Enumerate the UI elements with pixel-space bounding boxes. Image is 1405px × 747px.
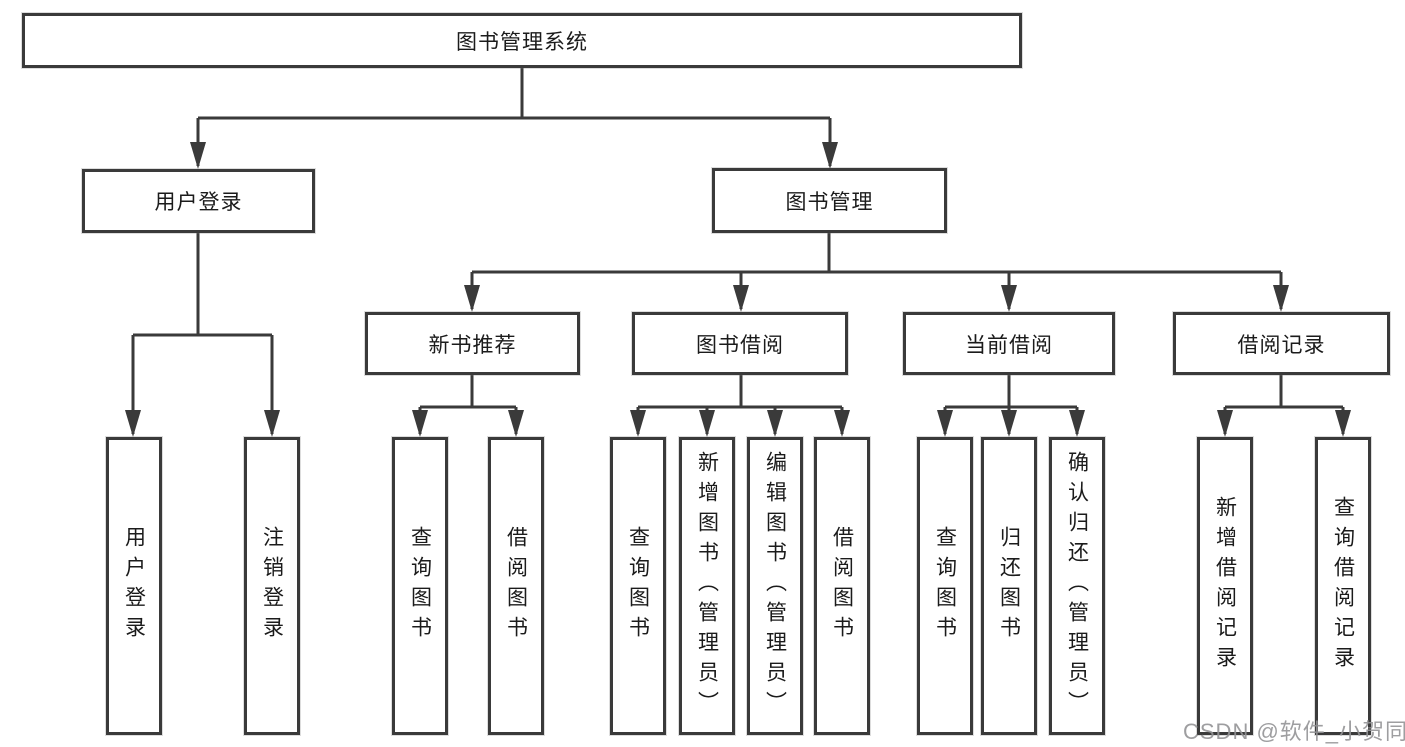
leaf-search-books-current: 查询图书 [917, 437, 973, 735]
leaf-edit-book-admin: 编辑图书（管理员） [747, 437, 803, 735]
connector-root-to-level2 [196, 68, 832, 166]
leaf-logout: 注销登录 [244, 437, 300, 735]
node-user-login: 用户登录 [82, 169, 315, 233]
connector-new-book-to-leaves [418, 375, 518, 434]
leaf-search-books-borrowing: 查询图书 [610, 437, 666, 735]
leaf-user-login: 用户登录 [106, 437, 162, 735]
node-library-management-system: 图书管理系统 [22, 13, 1022, 68]
csdn-watermark: CSDN @软件_小贺同学 [1183, 719, 1405, 744]
leaf-borrow-books-borrowing: 借阅图书 [814, 437, 870, 735]
leaf-add-book-admin: 新增图书（管理员） [679, 437, 735, 735]
arrowhead-icons [125, 142, 1351, 437]
leaf-borrow-books-recommend: 借阅图书 [488, 437, 544, 735]
leaf-add-borrow-record: 新增借阅记录 [1197, 437, 1253, 735]
connector-book-mgmt-to-level3 [470, 233, 1283, 309]
leaf-search-borrow-record: 查询借阅记录 [1315, 437, 1371, 735]
connector-book-borrow-to-leaves [636, 375, 844, 434]
node-new-book-recommendation: 新书推荐 [365, 312, 580, 375]
node-borrowing-records: 借阅记录 [1173, 312, 1390, 375]
node-current-borrowing: 当前借阅 [903, 312, 1115, 375]
node-book-management: 图书管理 [712, 168, 947, 233]
connector-user-login-to-leaves [131, 233, 274, 434]
connector-borrow-records-to-leaves [1223, 375, 1345, 434]
leaf-confirm-return-admin: 确认归还（管理员） [1049, 437, 1105, 735]
node-book-borrowing: 图书借阅 [632, 312, 848, 375]
leaf-return-book: 归还图书 [981, 437, 1037, 735]
leaf-search-books-recommend: 查询图书 [392, 437, 448, 735]
